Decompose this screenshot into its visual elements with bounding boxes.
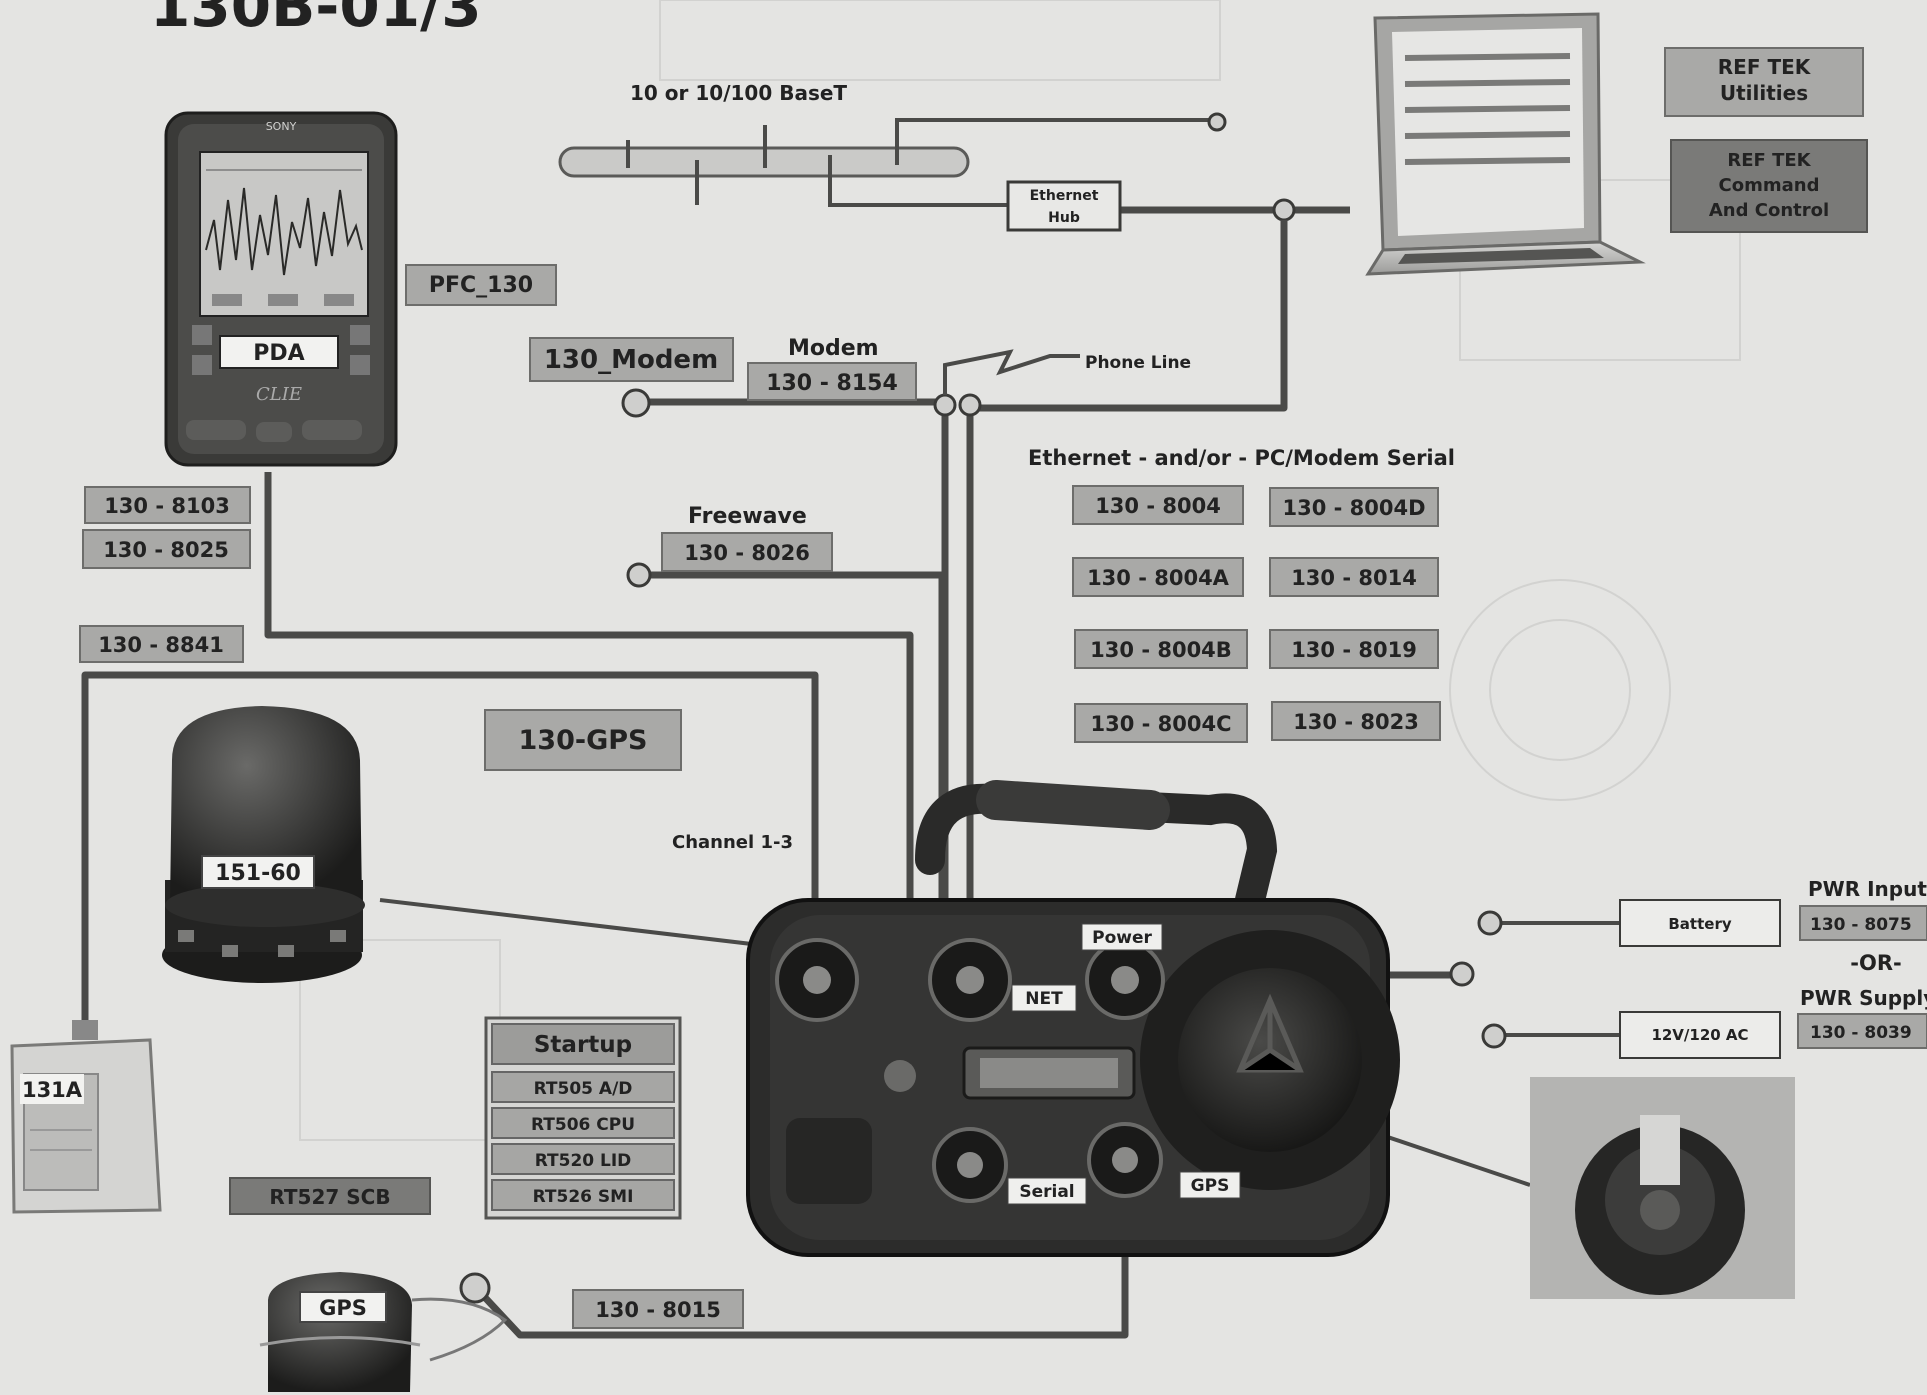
page-title: 130B-01/3 [150,0,482,40]
startup-item-2: RT520 LID [535,1151,632,1171]
network-part-1: 130 - 8004D [1282,496,1425,520]
svg-text:130 - 8075: 130 - 8075 [1810,915,1912,935]
network-part-4: 130 - 8004B [1090,638,1232,662]
hub-label-2: Hub [1048,210,1080,226]
ethernet-label: 10 or 10/100 BaseT [630,81,847,105]
sensor-name: 131A [22,1078,83,1102]
channel-label: Channel 1-3 [672,832,793,853]
network-part-7: 130 - 8023 [1293,710,1419,734]
startup-item-3: RT526 SMI [533,1187,634,1207]
gps-antenna-icon: 151-60 [162,706,365,983]
modem-device-label: 130_Modem [529,337,734,382]
port-gps-label: GPS [1191,1176,1230,1196]
battery-box: Battery [1619,899,1781,947]
network-part-3: 130 - 8014 [1291,566,1417,590]
pda-cable-0: 130 - 8103 [104,494,230,518]
gps-module-label: 130-GPS [484,709,682,771]
pda-cable-1: 130 - 8025 [103,538,229,562]
pda-screen-label: PDA [253,341,304,366]
pfc-130-label: PFC_130 [405,264,557,306]
lid-photo-icon [1530,1077,1795,1299]
svg-text:REF TEK: REF TEK [1718,55,1812,79]
port-serial-label: Serial [1019,1182,1074,1202]
freewave-title: Freewave [688,504,807,529]
pda-device-icon: SONY PDA CLIE [164,111,398,467]
startup-item-1: RT506 CPU [531,1115,635,1135]
hub-label-1: Ethernet [1030,188,1099,204]
startup-item-0: RT505 A/D [534,1079,633,1099]
network-part-0: 130 - 8004 [1095,494,1221,518]
svg-text:PFC_130: PFC_130 [429,273,533,298]
network-part-grid: 130 - 8004 130 - 8004D 130 - 8004A 130 -… [1072,485,1441,743]
svg-text:RT527 SCB: RT527 SCB [269,1185,390,1209]
modem-part-label: 130 - 8154 [766,371,898,396]
laptop-icon [1365,12,1646,276]
svg-text:REF TEK: REF TEK [1727,150,1811,171]
svg-text:And Control: And Control [1709,200,1829,221]
port-net-label: NET [1025,989,1063,1009]
port-power-label: Power [1092,928,1152,948]
network-part-6: 130 - 8004C [1090,712,1231,736]
or-label: -OR- [1850,951,1901,975]
svg-text:130-GPS: 130-GPS [519,725,648,756]
pda-cable-labels: 130 - 8103 130 - 8025 [82,486,251,569]
pwr-supply-title: PWR Supply [1800,986,1927,1010]
gps-antenna-label: 151-60 [215,861,301,886]
startup-title: Startup [534,1032,632,1058]
network-part-2: 130 - 8004A [1087,566,1230,590]
startup-panel: Startup RT505 A/D RT506 CPU RT520 LID RT… [484,1016,682,1220]
ref-tek-command-box: REF TEK Command And Control [1670,139,1868,233]
svg-text:130 - 8015: 130 - 8015 [595,1298,721,1322]
ac-supply-box: 12V/120 AC [1619,1011,1781,1059]
freewave-part-label: 130 - 8026 [661,532,833,572]
gps-receiver-label: GPS [319,1296,367,1320]
pwr-supply-part: 130 - 8039 [1797,1013,1927,1049]
sensor-131a-icon: 131A [10,1020,162,1214]
sensor-cable-label: 130 - 8841 [79,625,244,663]
network-part-5: 130 - 8019 [1291,638,1417,662]
gps-cable-label: 130 - 8015 [572,1289,744,1329]
svg-text:Utilities: Utilities [1720,81,1808,105]
svg-text:130_Modem: 130_Modem [544,345,718,375]
pda-model: CLIE [256,384,302,405]
svg-text:130 - 8039: 130 - 8039 [1810,1023,1912,1043]
svg-text:Battery: Battery [1668,915,1731,933]
phone-line-label: Phone Line [1085,353,1191,373]
ref-tek-utilities-box: REF TEK Utilities [1664,47,1864,117]
ethernet-hub: Ethernet Hub [1006,180,1122,232]
modem-title: Modem [788,336,879,361]
gps-receiver-icon: GPS [259,1272,508,1392]
scb-label: RT527 SCB [229,1177,431,1215]
pwr-input-part: 130 - 8075 [1799,905,1927,941]
svg-text:12V/120 AC: 12V/120 AC [1651,1026,1748,1044]
pwr-input-title: PWR Input [1808,877,1927,901]
svg-text:130 - 8026: 130 - 8026 [684,541,810,565]
pda-brand: SONY [266,120,297,133]
ethernet-serial-heading: Ethernet - and/or - PC/Modem Serial [1028,446,1455,470]
svg-text:130 - 8841: 130 - 8841 [98,633,224,657]
recorder-unit-icon: Power NET Serial GPS [746,780,1400,1257]
svg-text:Command: Command [1719,175,1820,196]
